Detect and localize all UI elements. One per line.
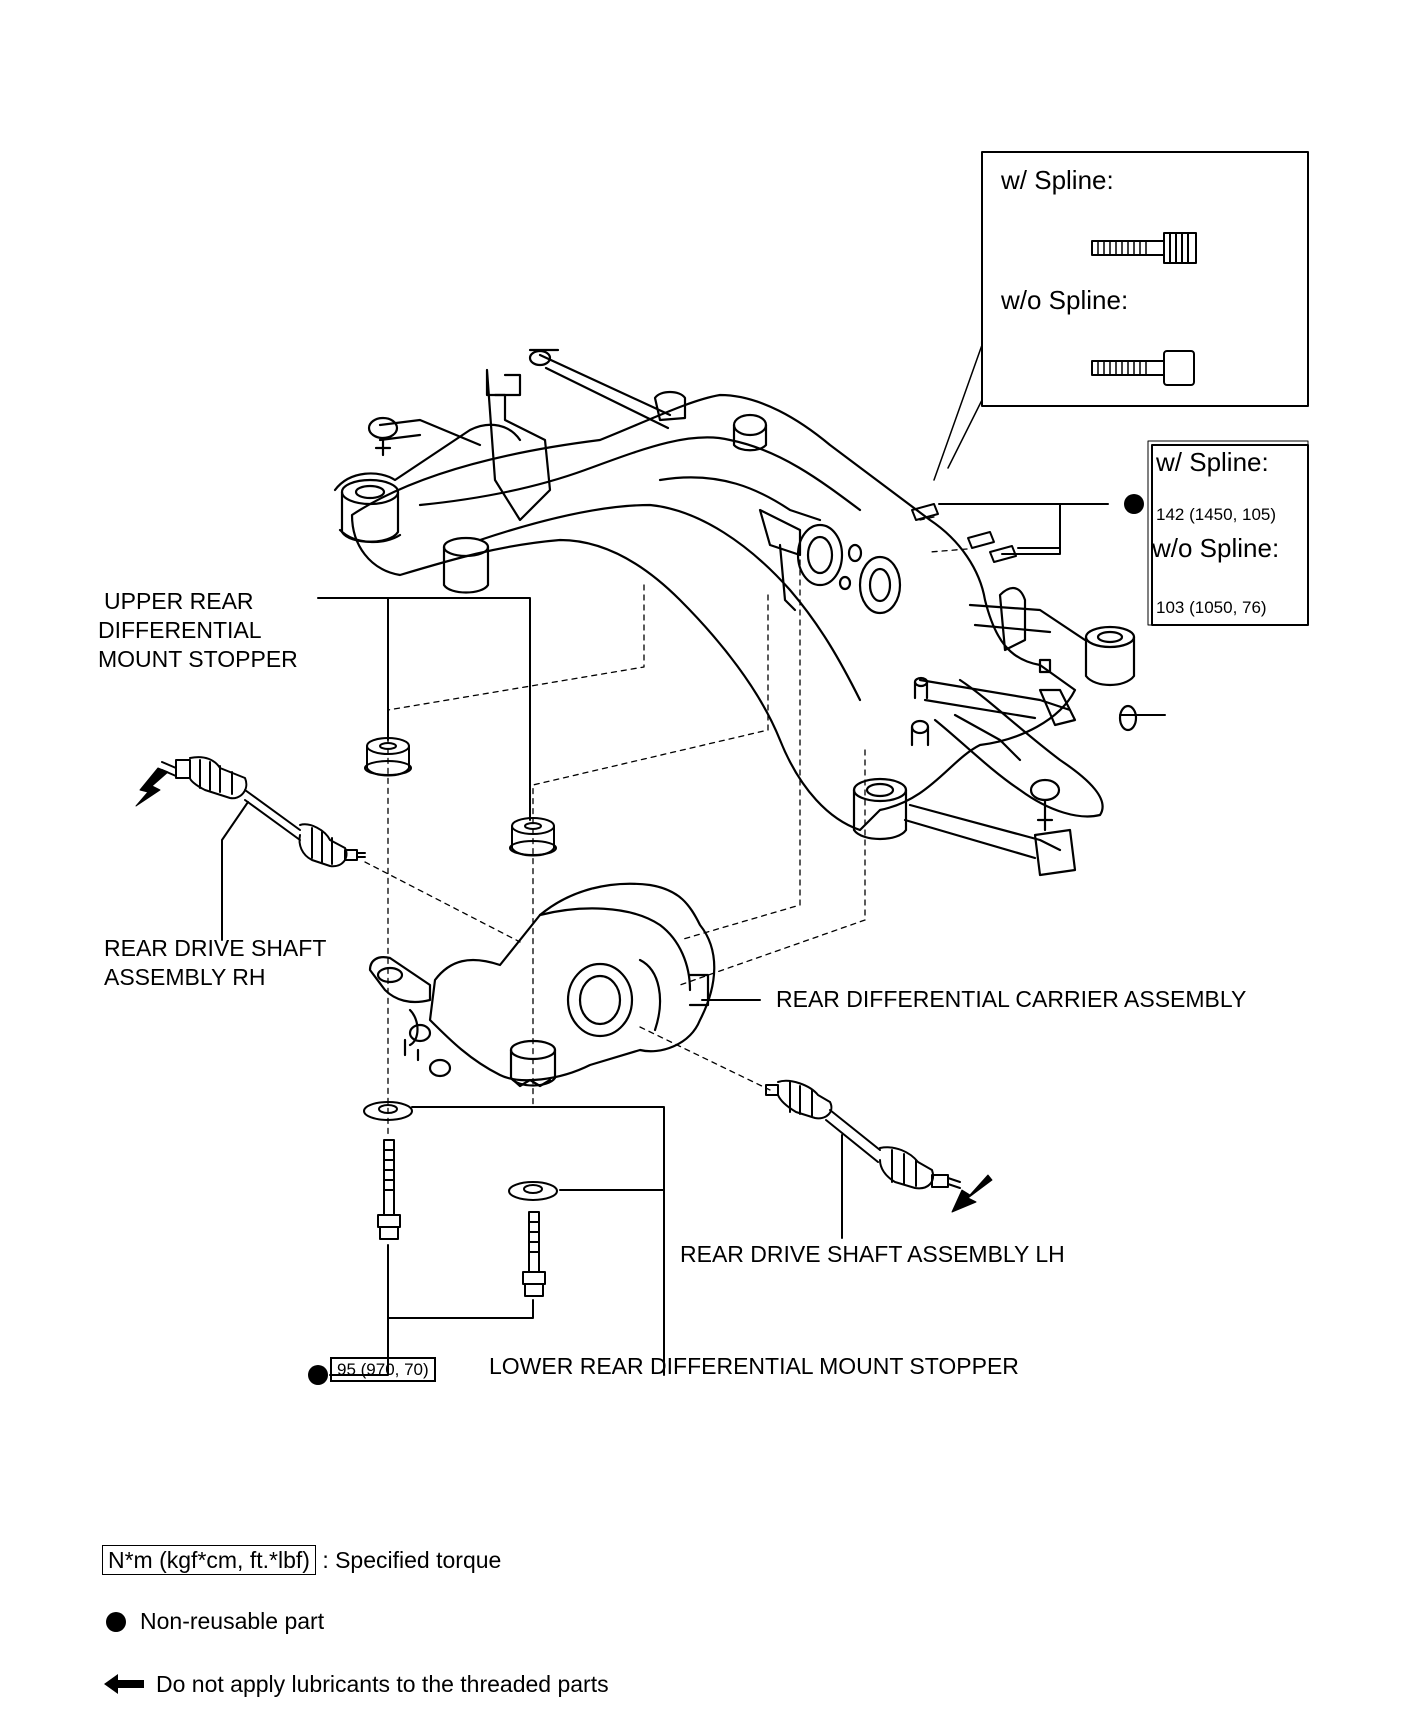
legend-non-reusable: Non-reusable part — [140, 1608, 325, 1634]
upper-stopper-line-3: MOUNT STOPPER — [98, 646, 298, 672]
spline-inset-box — [981, 151, 1309, 407]
lower-stopper-label: LOWER REAR DIFFERENTIAL MOUNT STOPPER — [489, 1353, 1019, 1379]
drive-shaft-lh-drawing — [765, 1079, 961, 1190]
lower-stopper-washer-2 — [508, 1181, 558, 1201]
upper-mount-stopper-1 — [364, 737, 412, 777]
lh-no-lube-arrow-icon — [951, 1174, 993, 1213]
spline-bolt-non-reusable-icon — [1124, 494, 1144, 514]
upper-stopper-line-1: UPPER REAR — [104, 588, 254, 614]
spline-inset-with-label: w/ Spline: — [1001, 165, 1114, 195]
rh-no-lube-arrow-icon — [135, 767, 169, 807]
legend-non-reusable-icon — [106, 1612, 126, 1632]
upper-mount-stopper-2 — [509, 817, 557, 857]
inset-pointer-line — [933, 344, 983, 481]
leader-lines — [221, 597, 843, 1376]
spline-torque-with-value: 142 (1450, 105) — [1156, 505, 1277, 524]
drive-shaft-lh-label: REAR DRIVE SHAFT ASSEMBLY LH — [680, 1241, 1065, 1267]
legend-no-lube-arrow-icon — [104, 1674, 144, 1694]
legend-torque-unit: N*m (kgf*cm, ft.*lbf) — [102, 1545, 316, 1575]
spline-torque-without-label: w/o Spline: — [1152, 533, 1280, 563]
upper-stopper-label: UPPER REAR DIFFERENTIAL MOUNT STOPPER — [98, 587, 298, 674]
drive-shaft-rh-label: REAR DRIVE SHAFT ASSEMBLY RH — [104, 934, 326, 992]
carrier-assembly-label: REAR DIFFERENTIAL CARRIER ASSEMBLY — [776, 986, 1247, 1012]
lower-stopper-washer-1 — [363, 1101, 413, 1121]
legend-no-lubricant: Do not apply lubricants to the threaded … — [156, 1671, 609, 1697]
drive-shaft-rh-line-1: REAR DRIVE SHAFT — [104, 935, 327, 961]
differential-carrier-drawing — [368, 882, 716, 1088]
legend-torque-desc: : Specified torque — [322, 1547, 502, 1573]
non-spline-bolt-icon — [1091, 350, 1195, 386]
lower-bolt-non-reusable-icon — [308, 1365, 328, 1385]
spline-torque-without-value: 103 (1050, 76) — [1156, 598, 1267, 617]
spline-bolt-icon — [1091, 232, 1197, 264]
spline-inset-without-label: w/o Spline: — [1001, 285, 1129, 315]
spline-torque-with-label: w/ Spline: — [1156, 447, 1269, 477]
lower-bolt-torque: 95 (970, 70) — [330, 1357, 436, 1382]
spline-bolt-leader — [938, 503, 1109, 555]
upper-stopper-line-2: DIFFERENTIAL — [98, 617, 262, 643]
lower-bolt-1 — [377, 1139, 401, 1240]
drive-shaft-rh-drawing — [161, 756, 366, 868]
assembly-dashed-lines — [364, 516, 968, 1136]
drive-shaft-rh-line-2: ASSEMBLY RH — [104, 964, 266, 990]
subframe-bolts — [911, 503, 1017, 563]
lower-bolt-2 — [522, 1211, 546, 1297]
suspension-member-drawing — [333, 348, 1166, 877]
legend-torque: N*m (kgf*cm, ft.*lbf) : Specified torque — [102, 1545, 502, 1575]
